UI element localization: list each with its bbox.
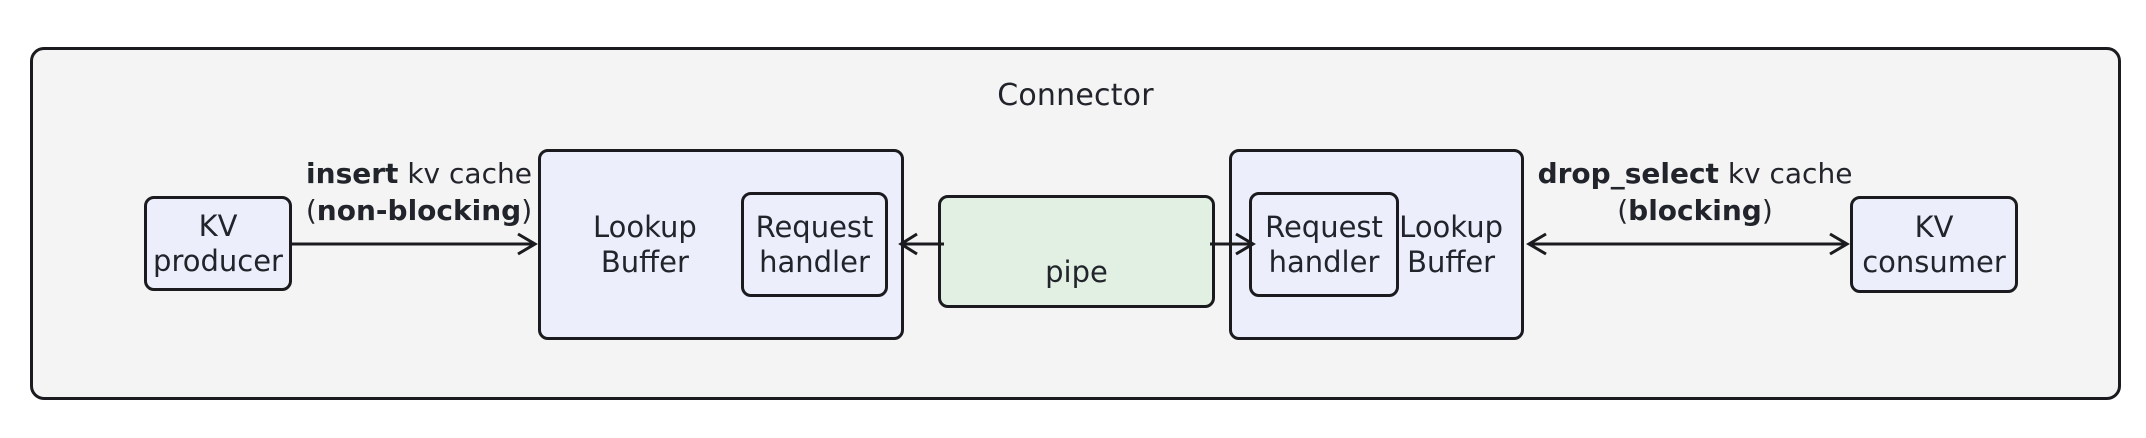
node-lookup-buffer-right-label: Lookup Buffer <box>1399 210 1503 279</box>
edge-label-drop-select: drop_select kv cache (blocking) <box>1530 155 1860 229</box>
node-kv-producer[interactable]: KV producer <box>144 196 292 291</box>
edge-label-insert-line2: (non-blocking) <box>288 192 550 229</box>
edge-label-drop-select-prefix: ( <box>1617 194 1629 228</box>
edge-label-insert: insert kv cache (non-blocking) <box>288 155 550 229</box>
node-request-handler-left[interactable]: Request handler <box>741 192 888 297</box>
edge-label-drop-select-suffix: ) <box>1761 194 1773 228</box>
edge-label-drop-select-line1: drop_select kv cache <box>1530 155 1860 192</box>
edge-label-drop-select-rest: kv cache <box>1718 157 1853 190</box>
arrow-drop-select <box>1526 232 1850 256</box>
node-pipe[interactable]: pipe <box>938 195 1215 308</box>
connector-title: Connector <box>997 78 1154 113</box>
node-lookup-buffer-left-label: Lookup Buffer <box>593 210 697 279</box>
node-kv-consumer-label: KV consumer <box>1862 210 2006 279</box>
node-request-handler-right-label: Request handler <box>1265 210 1383 279</box>
edge-label-drop-select-bold: drop_select <box>1537 157 1719 190</box>
arrow-pipe-to-left-buffer <box>898 232 944 256</box>
node-request-handler-right[interactable]: Request handler <box>1249 192 1399 297</box>
node-kv-consumer[interactable]: KV consumer <box>1850 196 2018 293</box>
edge-label-insert-suffix: ) <box>521 194 533 228</box>
edge-label-insert-mode: non-blocking <box>316 194 522 228</box>
arrow-insert <box>292 232 538 256</box>
edge-label-insert-prefix: ( <box>305 194 317 228</box>
edge-label-drop-select-mode: blocking <box>1628 194 1762 228</box>
edge-label-insert-line1: insert kv cache <box>288 155 550 192</box>
edge-label-drop-select-line2: (blocking) <box>1530 192 1860 229</box>
edge-label-insert-rest: kv cache <box>398 157 532 190</box>
arrow-pipe-to-right-handler <box>1210 232 1256 256</box>
node-pipe-label: pipe <box>1045 254 1108 289</box>
node-kv-producer-label: KV producer <box>153 209 283 278</box>
node-request-handler-left-label: Request handler <box>755 210 874 279</box>
edge-label-insert-bold: insert <box>306 157 399 190</box>
